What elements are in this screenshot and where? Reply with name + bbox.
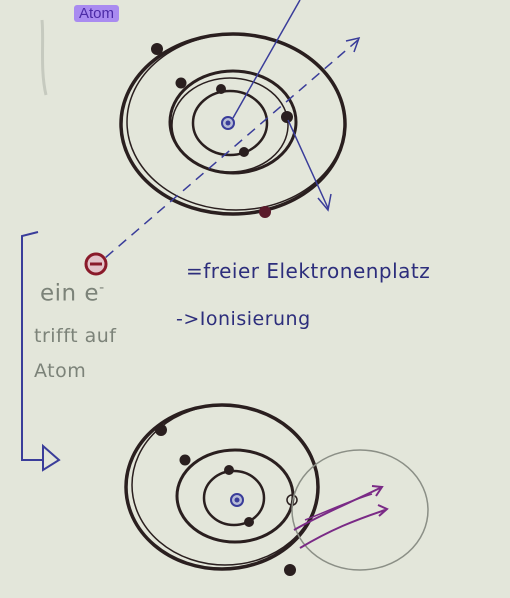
right-note-line2: ->Ionisierung [176,308,311,330]
bottom-electron [179,454,191,466]
free-electron-symbol [84,252,108,276]
left-note-line3: Atom [34,360,87,382]
top-outer-shell-stroke [126,33,346,211]
top-electron [281,111,293,123]
ionisation-highlight-oval [291,449,429,571]
top-electron [259,206,271,218]
bottom-electron [284,564,296,576]
bottom-atom [124,403,429,576]
top-electron [151,43,163,55]
top-inner-shell [191,89,269,157]
top-nucleus-core [225,120,231,126]
process-arrow [21,231,44,461]
diagram-title: Atom [74,5,120,22]
bottom-nucleus-core [234,497,240,503]
bottom-electron [155,424,167,436]
bottom-outer-shell-stroke [131,404,319,566]
left-note-line2: trifft auf [34,325,117,347]
top-electron [175,77,187,89]
left-note-line1: ein e- [40,280,105,307]
top-electron [216,84,226,94]
incoming-electron-path [232,0,301,119]
dashed-trajectory [104,39,359,259]
bottom-outer-shell [124,403,320,571]
dashed-trajectory-arrowhead [345,36,361,53]
left-note-superscript: - [99,280,105,296]
process-arrow-head [42,443,61,472]
left-note-text: ein e [40,280,100,307]
bottom-electron [224,465,234,475]
ejected-arrows [293,485,389,549]
top-electron [239,147,249,157]
ejected-arrow-detail [304,493,373,521]
bottom-electron [244,517,254,527]
bottom-inner-shell [202,469,266,527]
faint-margin-mark [40,19,48,96]
right-note-line1: =freier Elektronenplatz [186,259,431,283]
top-middle-shell [168,69,298,175]
top-middle-shell-stroke [171,77,289,173]
ejected-electron-arrow [287,119,332,212]
top-atom [104,0,361,259]
